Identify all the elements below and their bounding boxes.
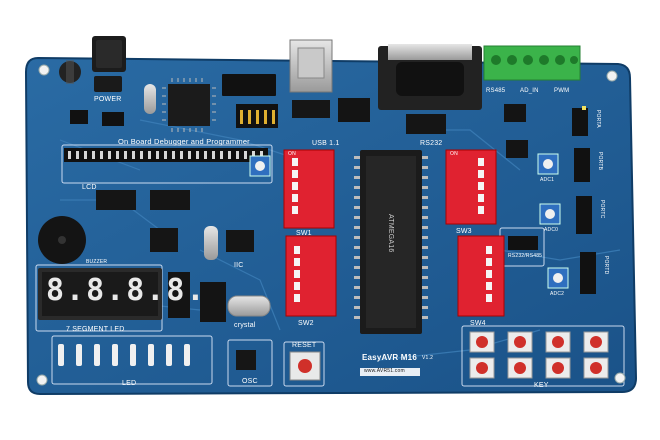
reset-label: RESET bbox=[292, 342, 317, 349]
capacitor bbox=[59, 60, 81, 84]
website-label: www.AVR51.com bbox=[364, 368, 405, 374]
osc-label: OSC bbox=[242, 378, 258, 385]
ad-in-label: AD_IN bbox=[520, 88, 539, 94]
sw1-label: SW1 bbox=[296, 230, 312, 237]
rs232-connector bbox=[378, 44, 482, 110]
lcd-label: LCD bbox=[82, 184, 97, 191]
portc-label: PORTC bbox=[599, 200, 605, 219]
terminal-block bbox=[483, 45, 581, 81]
adc0-label: ADC0 bbox=[544, 227, 559, 233]
led-row bbox=[58, 344, 190, 366]
led-label: LED bbox=[122, 380, 137, 387]
sw3-label: SW3 bbox=[456, 228, 472, 235]
dip-on-label-1: ON bbox=[288, 151, 296, 157]
port-headers bbox=[572, 108, 596, 294]
seven-segment-display bbox=[38, 268, 162, 320]
usb-connector bbox=[289, 39, 333, 93]
segment-digits: 8.8.8.8. bbox=[46, 273, 207, 308]
iic-label: IIC bbox=[234, 262, 244, 269]
power-jack bbox=[92, 36, 126, 72]
key-matrix bbox=[469, 331, 609, 379]
potentiometers bbox=[249, 153, 569, 289]
dip-on-label-3: ON bbox=[450, 151, 458, 157]
mcu-text: ATMEGA16 bbox=[387, 214, 394, 253]
sw4-label: SW4 bbox=[470, 320, 486, 327]
rs485-label: RS485 bbox=[486, 88, 506, 94]
crystal-label: crystal bbox=[234, 322, 256, 329]
crystal-oscillator bbox=[227, 295, 271, 317]
version-label: V1.2 bbox=[422, 355, 434, 361]
usb-label: USB 1.1 bbox=[312, 140, 340, 147]
pwm-label: PWM bbox=[554, 88, 570, 94]
main-mcu bbox=[354, 150, 428, 334]
adc2-label: ADC2 bbox=[550, 291, 565, 297]
seven-segment-label: 7 SEGMENT LED bbox=[66, 326, 125, 333]
debugger-chip bbox=[162, 78, 216, 132]
pin-header bbox=[64, 148, 268, 162]
adc1-label: ADC1 bbox=[540, 177, 555, 183]
power-label: POWER bbox=[94, 96, 122, 103]
rs-mode-label: RS232/RS485 bbox=[508, 253, 543, 259]
dip-switches bbox=[283, 149, 505, 317]
portd-label: PORTD bbox=[603, 256, 609, 275]
key-label: KEY bbox=[534, 382, 549, 389]
debugger-label: On Board Debugger and Programmer bbox=[118, 137, 250, 146]
buzzer bbox=[38, 216, 86, 264]
reset-button bbox=[289, 351, 321, 381]
rs232-label: RS232 bbox=[420, 140, 443, 147]
buzzer-label: BUZZER bbox=[86, 259, 108, 265]
porta-label: PORTA bbox=[595, 110, 601, 128]
brand-label: EasyAVR M16 bbox=[362, 353, 417, 362]
sw2-label: SW2 bbox=[298, 320, 314, 327]
portb-label: PORTB bbox=[597, 152, 603, 171]
